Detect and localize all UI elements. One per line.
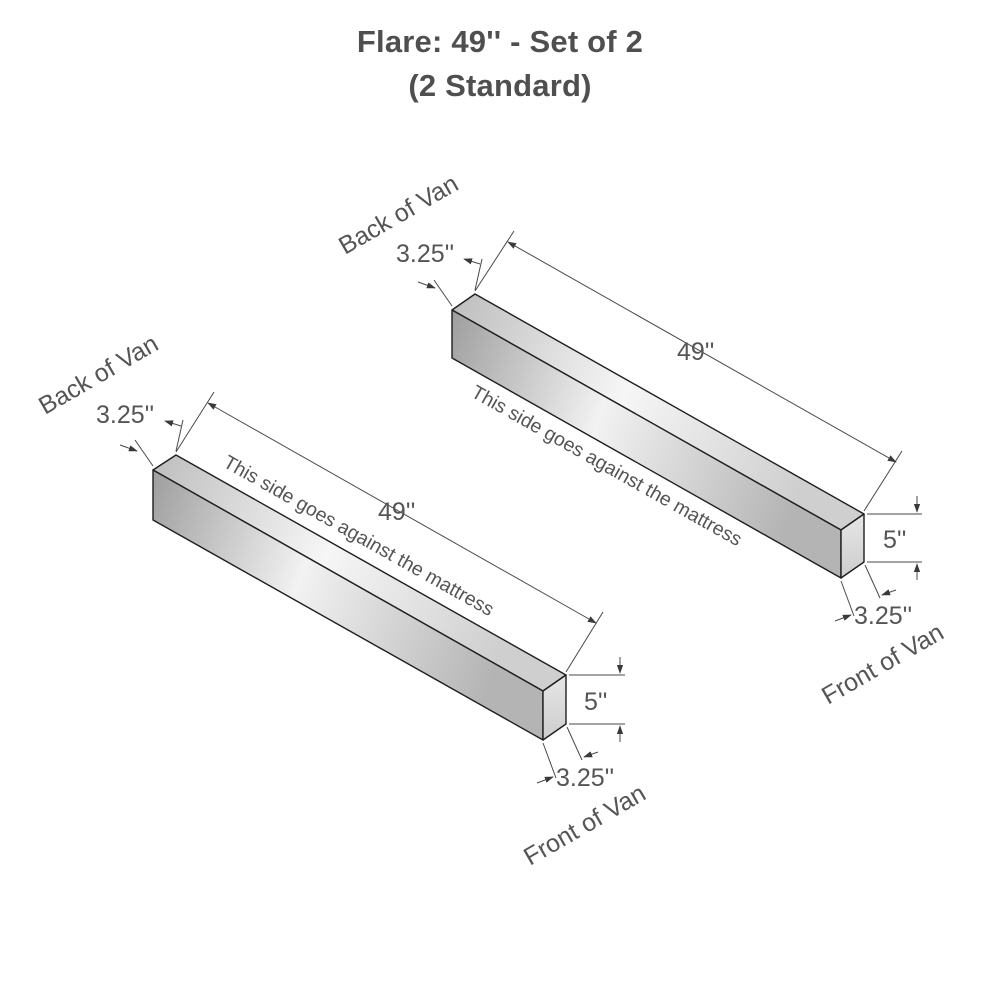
left-depth-bottom-label: 3.25'' — [556, 764, 614, 792]
left-front-of-van-label: Front of Van — [519, 779, 651, 871]
left-height-label: 5'' — [584, 688, 607, 716]
right-front-face — [451, 309, 842, 579]
right-end-face — [840, 513, 865, 579]
left-top-face — [152, 454, 567, 692]
diagram-title: Flare: 49'' - Set of 2 — [356, 24, 644, 59]
right-height-label: 5'' — [883, 526, 906, 554]
left-end-face — [542, 674, 567, 741]
left-length-label: 49'' — [378, 498, 415, 526]
left-depth-top-label: 3.25'' — [96, 401, 154, 429]
right-depth-bottom-label: 3.25'' — [854, 602, 912, 630]
right-front-of-van-label: Front of Van — [817, 618, 949, 710]
diagram-subtitle: (2 Standard) — [408, 68, 592, 103]
right-depth-top-label: 3.25'' — [396, 240, 454, 268]
right-length-label: 49'' — [677, 338, 714, 366]
